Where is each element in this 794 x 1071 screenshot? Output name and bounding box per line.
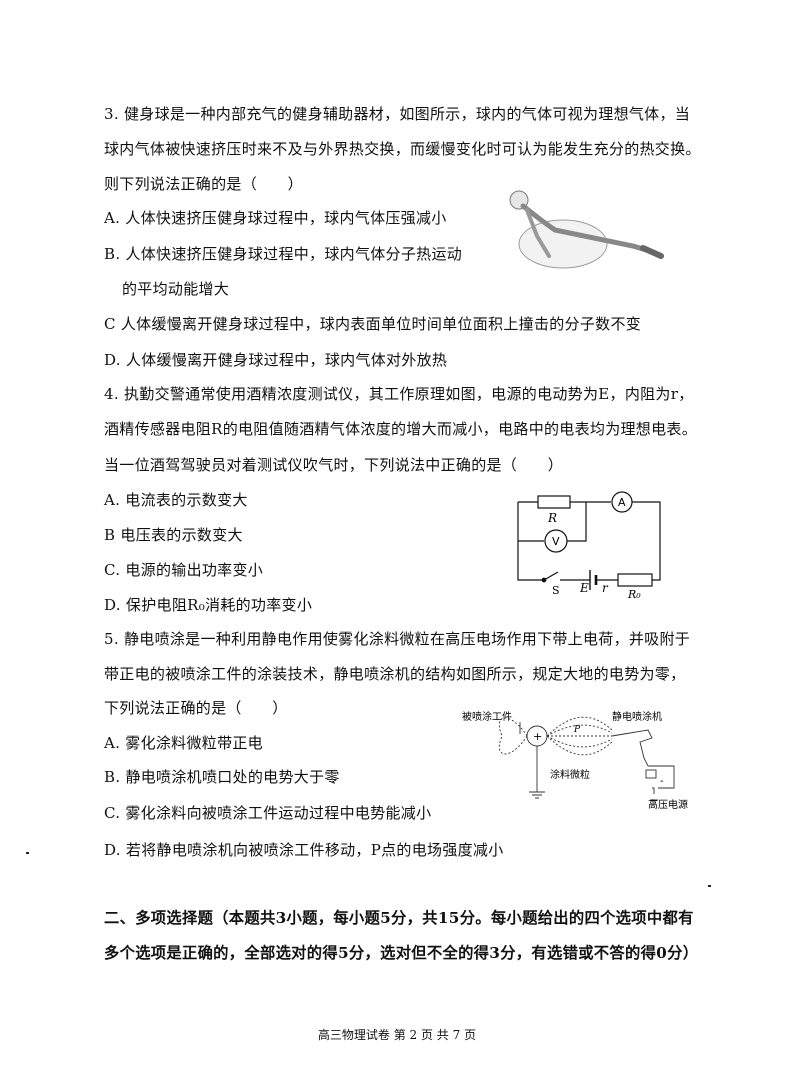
circuit-label-emf: E [579,581,589,595]
scan-speck [26,852,29,854]
page-footer: 高三物理试卷 第 2 页 共 7 页 [317,1028,477,1042]
q4-stem-line3: 当一位酒驾驾驶员对着测试仪吹气时，下列说法中正确的是（ ） [104,456,564,474]
q5-option-d: D. 若将静电喷涂机向被喷涂工件移动，P点的电场强度减小 [104,841,504,859]
circuit-label-voltmeter: V [552,535,560,548]
section2-heading-line2: 多个选项是正确的，全部选对的得5分，选对但不全的得3分，有选错或不答的得0分） [104,944,699,962]
q5-stem-line2: 带正电的被喷涂工件的涂装技术，静电喷涂机的结构如图所示，规定大地的电势为零， [104,665,686,683]
q4-stem-line2: 酒精传感器电阻R的电阻值随酒精气体浓度的增大而减小，电路中的电表均为理想电表。 [104,420,697,438]
q3-stem-line2: 球内气体被快速挤压时来不及与外界热交换，而缓慢变化时可认为能发生充分的热交换。 [104,140,701,158]
label-minus: - [660,776,664,787]
circuit-label-r0: R₀ [627,588,641,600]
label-sprayer: 静电喷涂机 [612,710,662,723]
label-hv-source: 高压电源 [648,798,688,811]
circuit-label-switch: S [552,584,560,597]
q3-option-b: B. 人体快速挤压健身球过程中，球内气体分子热运动 [104,245,463,263]
q5-stem-line3: 下列说法正确的是（ ） [104,699,288,717]
circuit-label-ammeter: A [618,496,626,509]
section2-heading-line1: 二、多项选择题（本题共3小题，每小题5分，共15分。每小题给出的四个选项中都有 [104,909,694,927]
q5-stem-line1: 5. 静电喷涂是一种利用静电作用使雾化涂料微粒在高压电场作用下带上电荷，并吸附于 [104,630,691,648]
q4-option-a: A. 电流表的示数变大 [104,491,248,509]
label-particles: 涂料微粒 [550,768,590,781]
q5-option-c: C. 雾化涂料向被喷涂工件运动过程中电势能减小 [104,804,432,822]
fitness-ball-figure [509,190,664,269]
spray-figure: 被喷涂工件 静电喷涂机 + P 涂料微粒 - 高压电源 [462,710,688,811]
q3-option-b-cont: 的平均动能增大 [122,280,230,298]
label-plus: + [533,730,542,743]
label-point-p: P [573,725,581,735]
q5-option-b: B. 静电喷涂机喷口处的电势大于零 [104,768,340,786]
circuit-label-internal-r: r [602,581,609,595]
q3-stem-line3: 则下列说法正确的是（ ） [104,175,303,193]
q3-option-d: D. 人体缓慢离开健身球过程中，球内气体对外放热 [104,351,448,369]
q4-option-b: B 电压表的示数变大 [104,526,243,544]
q4-option-c: C. 电源的输出功率变小 [104,561,264,579]
scan-speck [708,885,711,887]
q3-stem-line1: 3. 健身球是一种内部充气的健身辅助器材，如图所示，球内的气体可视为理想气体，当 [104,105,691,123]
circuit-diagram: R A V S E r R₀ [517,491,661,600]
q4-stem-line1: 4. 执勤交警通常使用酒精浓度测试仪，其工作原理如图，电源的电动势为E，内阻为r… [104,385,694,403]
q5-option-a: A. 雾化涂料微粒带正电 [104,734,263,752]
label-workpiece: 被喷涂工件 [462,710,512,723]
q4-option-d: D. 保护电阻R₀消耗的功率变小 [104,596,313,614]
q3-option-a: A. 人体快速挤压健身球过程中，球内气体压强减小 [104,209,447,227]
q3-option-c: C 人体缓慢离开健身球过程中，球内表面单位时间单位面积上撞击的分子数不变 [104,315,642,333]
circuit-label-r-sensor: R [547,511,557,525]
